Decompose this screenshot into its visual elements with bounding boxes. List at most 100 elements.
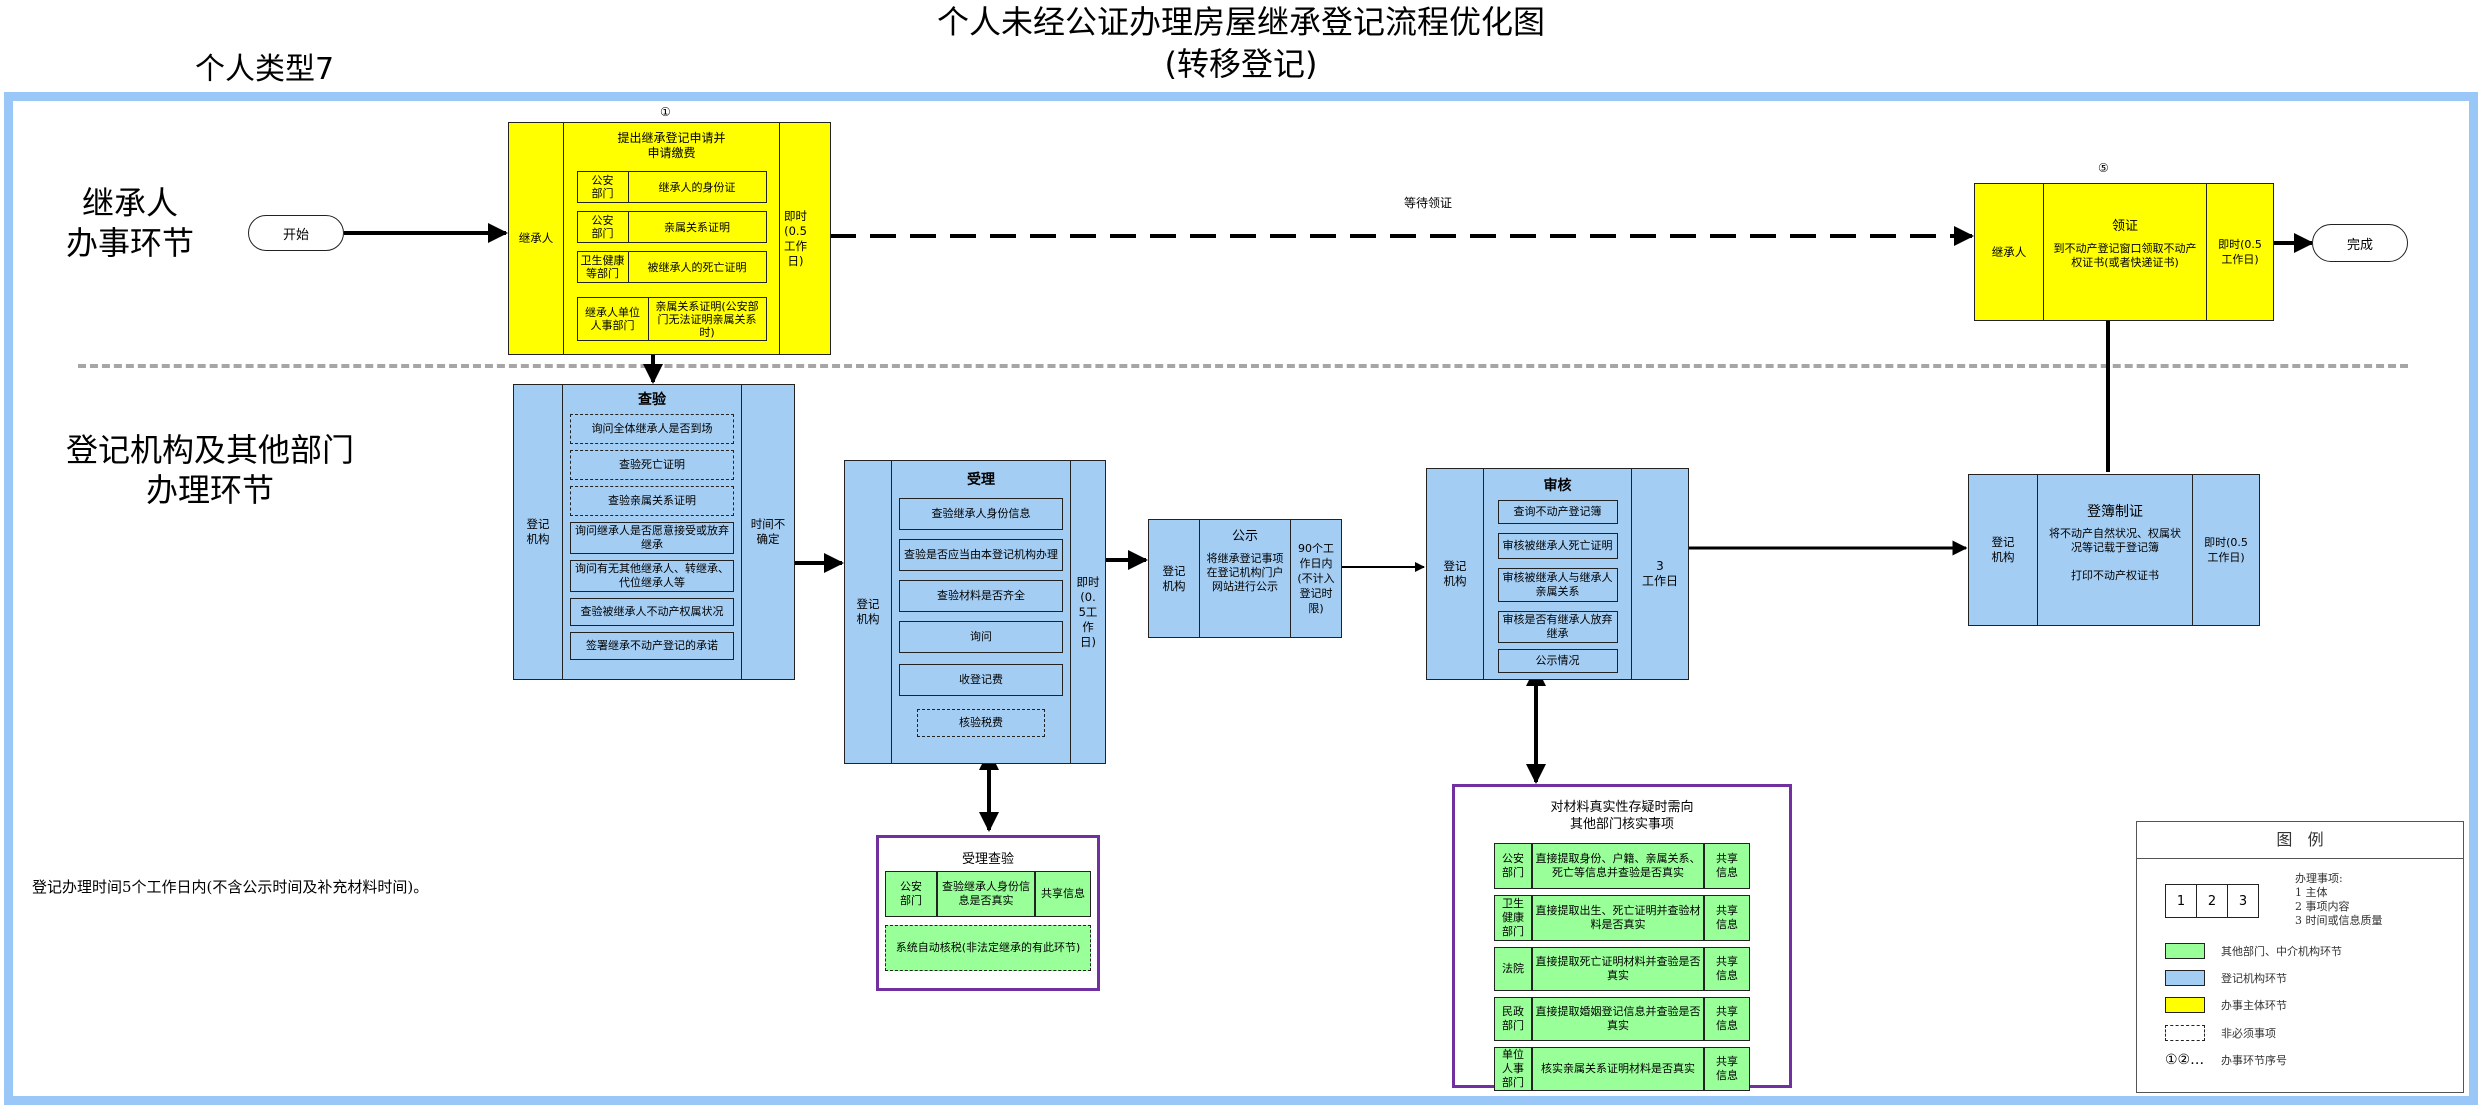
legend-items-title: 办理事项: (2295, 872, 2343, 885)
start-node: 开始 (248, 215, 344, 251)
collect-heading: 领证 (2111, 219, 2138, 234)
accept-check-heading: 受理查验 (961, 852, 1014, 867)
verify-item: 核实亲属关系证明材料是否真实 (1532, 1047, 1704, 1091)
verify-dept: 公安 部门 (1494, 843, 1532, 889)
legend-seq-label: 办事环节序号 (2221, 1054, 2287, 1067)
step1-marker: ① (660, 105, 671, 119)
check-item: 签署继承不动产登记的承诺 (570, 632, 734, 660)
verify-dept: 民政 部门 (1494, 997, 1532, 1041)
review-time: 3 工作日 (1641, 559, 1678, 588)
verify-item: 直接提取身份、户籍、亲属关系、死亡等信息并查验是否真实 (1532, 843, 1704, 889)
check-subject: 登记 机构 (526, 517, 550, 546)
accept-item: 查验是否应当由本登记机构办理 (899, 539, 1063, 571)
legend-title: 图 例 (2137, 822, 2463, 859)
verify-share: 共享 信息 (1704, 843, 1750, 889)
accept-check-dept: 公安 部门 (885, 871, 937, 917)
review-heading: 审核 (1543, 478, 1572, 494)
step1-row-item: 被继承人的死亡证明 (647, 260, 747, 274)
step1-row: 公安 部门 亲属关系证明 (576, 211, 767, 243)
verify-item: 直接提取死亡证明材料并查验是否真实 (1532, 947, 1704, 991)
publicity-time: 90个工作日内(不计入登记时限) (1297, 542, 1335, 615)
collect-body: 到不动产登记窗口领取不动产权证书(或者快递证书) (2053, 242, 2197, 269)
accept-check-box: 受理查验 公安 部门 查验继承人身份信息是否真实 共享信息 系统自动核税(非法定… (876, 835, 1100, 991)
page-subtitle: (转移登记) (1164, 45, 1318, 83)
verify-box: 对材料真实性存疑时需向 其他部门核实事项 公安 部门 直接提取身份、户籍、亲属关… (1452, 784, 1792, 1091)
step1-subject: 继承人 (518, 231, 554, 245)
page-title: 个人未经公证办理房屋继承登记流程优化图 (936, 3, 1545, 41)
check-item: 查验死亡证明 (570, 450, 734, 480)
legend-cell: 1 (2165, 884, 2197, 918)
time-note: 登记办理时间5个工作日内(不含公示时间及补充材料时间)。 (32, 878, 429, 896)
register-subject: 登记 机构 (1991, 535, 2015, 564)
review-content: 审核 查询不动产登记簿 审核被继承人死亡证明 审核被继承人与继承人亲属关系 审核… (1483, 469, 1632, 679)
review-subject: 登记 机构 (1443, 559, 1467, 588)
accept-item: 询问 (899, 621, 1063, 653)
legend-seq-symbol: ①②… (2165, 1052, 2205, 1068)
publicity-body: 将继承登记事项在登记机构门户网站进行公示 (1206, 552, 1284, 593)
publicity-box: 登记 机构 公示 将继承登记事项在登记机构门户网站进行公示 90个工作日内(不计… (1148, 519, 1342, 638)
legend-blue: 登记机构环节 (2165, 970, 2287, 986)
legend-items: 办理事项: 1 主体 2 事项内容 3 时间或信息质量 (2295, 872, 2383, 928)
check-content: 查验 询问全体继承人是否到场 查验死亡证明 查验亲属关系证明 询问继承人是否愿意… (562, 385, 742, 679)
collect-content: 领证 到不动产登记窗口领取不动产权证书(或者快递证书) (2043, 184, 2207, 320)
check-heading: 查验 (638, 392, 666, 408)
register-box: 登记 机构 登簿制证 将不动产自然状况、权属状况等记载于登记簿 打印不动产权证书… (1968, 474, 2260, 626)
legend-cell: 2 (2197, 884, 2228, 918)
accept-heading: 受理 (967, 472, 995, 488)
accept-time: 即时 (0. 5工 作 日) (1076, 574, 1100, 649)
accept-check-share: 共享信息 (1035, 871, 1091, 917)
step1-row: 公安 部门 继承人的身份证 (576, 171, 767, 203)
verify-row: 民政 部门 直接提取婚姻登记信息并查验是否真实 共享 信息 (1494, 997, 1750, 1041)
step1-row-dept: 公安 部门 (578, 172, 629, 202)
diagram-frame (4, 92, 2478, 1105)
step1-time: 即时 (0.5 工作 日) (784, 208, 807, 268)
step1-row-item: 亲属关系证明(公安部门无法证明亲属关系时) (655, 299, 759, 339)
verify-dept: 单位 人事 部门 (1494, 1047, 1532, 1091)
collect-marker: ⑤ (2098, 161, 2109, 175)
legend-yellow: 办事主体环节 (2165, 997, 2287, 1013)
legend-dashed: 非必须事项 (2165, 1025, 2276, 1041)
register-content: 登簿制证 将不动产自然状况、权属状况等记载于登记簿 打印不动产权证书 (2037, 475, 2193, 625)
verify-heading: 对材料真实性存疑时需向 其他部门核实事项 (1550, 800, 1694, 832)
lane-label-applicant: 继承人 办事环节 (65, 184, 194, 262)
accept-subject: 登记 机构 (856, 597, 880, 626)
step1-row-dept: 卫生健康 等部门 (578, 252, 629, 282)
verify-share: 共享 信息 (1704, 1047, 1750, 1091)
collect-box: 继承人 领证 到不动产登记窗口领取不动产权证书(或者快递证书) 即时(0.5 工… (1974, 183, 2274, 321)
check-item: 询问全体继承人是否到场 (570, 414, 734, 444)
legend-seq: ①②… 办事环节序号 (2165, 1052, 2287, 1068)
verify-row: 卫生 健康 部门 直接提取出生、死亡证明并查验材料是否真实 共享 信息 (1494, 895, 1750, 941)
check-item: 查验亲属关系证明 (570, 486, 734, 516)
legend-green-swatch (2165, 943, 2205, 959)
accept-item: 查验材料是否齐全 (899, 580, 1063, 612)
step1-row: 卫生健康 等部门 被继承人的死亡证明 (576, 251, 767, 283)
legend-cells: 1 2 3 (2165, 884, 2259, 918)
verify-dept: 卫生 健康 部门 (1494, 895, 1532, 941)
verify-share: 共享 信息 (1704, 895, 1750, 941)
verify-row: 单位 人事 部门 核实亲属关系证明材料是否真实 共享 信息 (1494, 1047, 1750, 1091)
accept-item: 收登记费 (899, 664, 1063, 696)
legend-green: 其他部门、中介机构环节 (2165, 943, 2342, 959)
register-time: 即时(0.5 工作日) (2204, 536, 2248, 564)
lane-label-agency: 登记机构及其他部门 办理环节 (65, 431, 354, 509)
step1-row-dept: 公安 部门 (578, 212, 629, 242)
collect-time: 即时(0.5 工作日) (2218, 238, 2262, 266)
accept-check-note: 系统自动核税(非法定继承的有此环节) (885, 925, 1091, 971)
check-item: 询问有无其他继承人、转继承、代位继承人等 (570, 560, 734, 592)
review-item: 审核被继承人与继承人亲属关系 (1497, 568, 1618, 602)
verify-row: 公安 部门 直接提取身份、户籍、亲属关系、死亡等信息并查验是否真实 共享 信息 (1494, 843, 1750, 889)
step1-row-item: 亲属关系证明 (664, 220, 730, 234)
lane-divider (78, 364, 2408, 368)
accept-check-item: 查验继承人身份信息是否真实 (937, 871, 1035, 917)
register-body2: 打印不动产权证书 (2071, 569, 2159, 582)
legend: 图 例 1 2 3 办理事项: 1 主体 2 事项内容 3 时间或信息质量 其他… (2136, 821, 2464, 1093)
review-box: 登记 机构 审核 查询不动产登记簿 审核被继承人死亡证明 审核被继承人与继承人亲… (1426, 468, 1689, 680)
legend-blue-swatch (2165, 970, 2205, 986)
verify-row: 法院 直接提取死亡证明材料并查验是否真实 共享 信息 (1494, 947, 1750, 991)
legend-item: 2 事项内容 (2295, 900, 2350, 913)
publicity-subject: 登记 机构 (1162, 563, 1186, 593)
publicity-heading: 公示 (1231, 529, 1258, 544)
accept-check-row: 公安 部门 查验继承人身份信息是否真实 共享信息 (885, 871, 1091, 917)
legend-blue-label: 登记机构环节 (2221, 972, 2287, 985)
accept-check-note-row: 系统自动核税(非法定继承的有此环节) (885, 925, 1091, 971)
